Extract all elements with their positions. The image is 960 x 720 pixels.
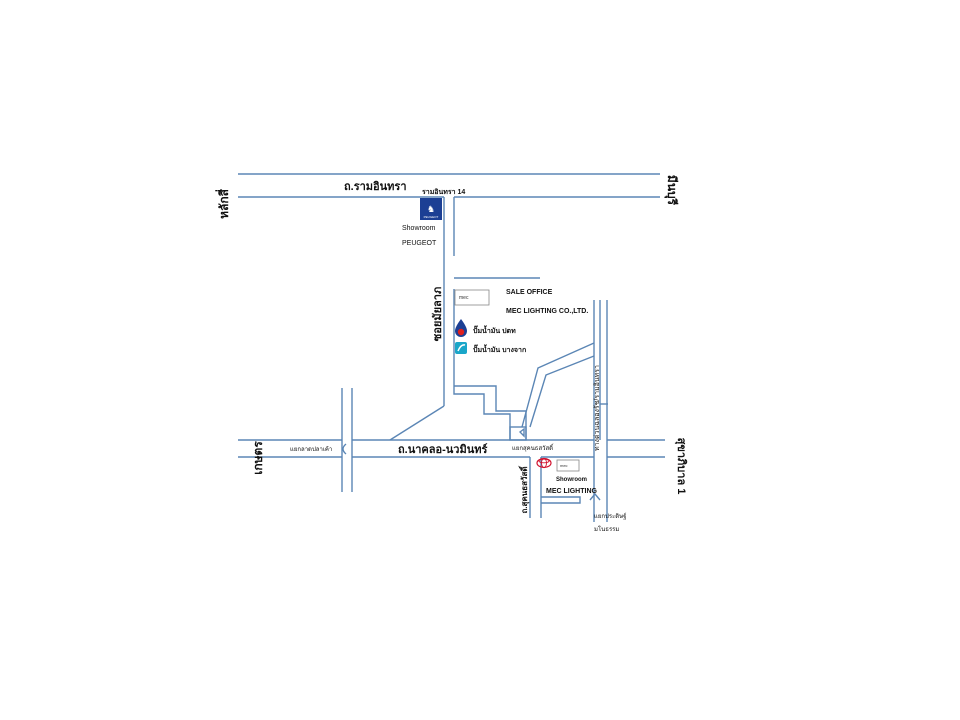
peugeot-marker: ♞ PEUGEOT — [420, 198, 442, 220]
left-lower-label: เกษตร — [251, 441, 265, 475]
left-top-label: หลักสี่ — [215, 188, 231, 219]
loop-road-outer — [521, 342, 595, 428]
toyota-logo-icon — [536, 457, 552, 469]
mec-showroom-logo-text: mec — [560, 463, 568, 468]
mec-company-label: MEC LIGHTING CO.,LTD. — [506, 308, 588, 315]
ptt-station-icon — [455, 319, 467, 337]
mec-sale-office-marker: mec — [454, 289, 490, 306]
junction-left-label: แยกลาดปลาเค้า — [290, 446, 332, 453]
bangchak-station-icon — [455, 342, 467, 354]
sale-office-road-inner-2 — [454, 385, 527, 440]
sale-office-road-inner — [453, 289, 511, 440]
sale-office-label: SALE OFFICE — [506, 289, 553, 296]
peugeot-showroom-label: Showroom — [402, 225, 436, 232]
right-top-label: มีนบุรี — [664, 175, 679, 206]
peugeot-lion-icon: ♞ — [427, 205, 435, 215]
loop-road-inner — [529, 355, 595, 428]
main-lower-road-label: ถ.นาคลอ-นวมินทร์ — [398, 443, 487, 456]
bottom-right-label-1: แยกประดิษฐ์ — [594, 512, 626, 520]
bangchak-station-label: ปั๊มน้ำมัน บางจาก — [473, 343, 526, 354]
soi-maiyalap-diagonal — [389, 405, 445, 441]
soi-bottom-label: ถ.สุคนธสวัสดิ์ — [518, 465, 530, 514]
mec-showroom-road — [541, 496, 581, 504]
junction-mid-label: แยกสุคนธสวัสดิ์ — [512, 443, 554, 452]
arrow-junction-mid — [518, 427, 525, 438]
bottom-right-label-2: มโนธรรม — [594, 525, 619, 533]
mec-showroom-logo-box — [556, 459, 580, 472]
mec-logo-box — [454, 289, 490, 306]
arrow-junction-left — [342, 443, 347, 455]
mec-logo-text: mec — [459, 295, 469, 301]
peugeot-logo-text: PEUGEOT — [424, 215, 439, 219]
top-road-label: ถ.รามอินทรา — [344, 180, 407, 193]
expressway-label: ทางด่วนฉลองรัช/รามอินทรา — [593, 365, 601, 451]
ptt-station-label: ปั๊มน้ำมัน ปตท — [473, 324, 516, 335]
vertical-soi-label: ซอยมัยลาภ — [431, 287, 444, 341]
mec-showroom-label: MEC LIGHTING — [546, 488, 597, 495]
peugeot-brand-label: PEUGEOT — [402, 240, 437, 247]
peugeot-logo — [420, 198, 442, 220]
top-soi-label: รามอินทรา 14 — [422, 188, 465, 196]
road-network — [238, 173, 665, 522]
right-lower-label: สุขาภิบาล 1 — [674, 438, 688, 495]
arrow-bottom — [589, 492, 601, 501]
showroom-label: Showroom — [556, 477, 587, 483]
